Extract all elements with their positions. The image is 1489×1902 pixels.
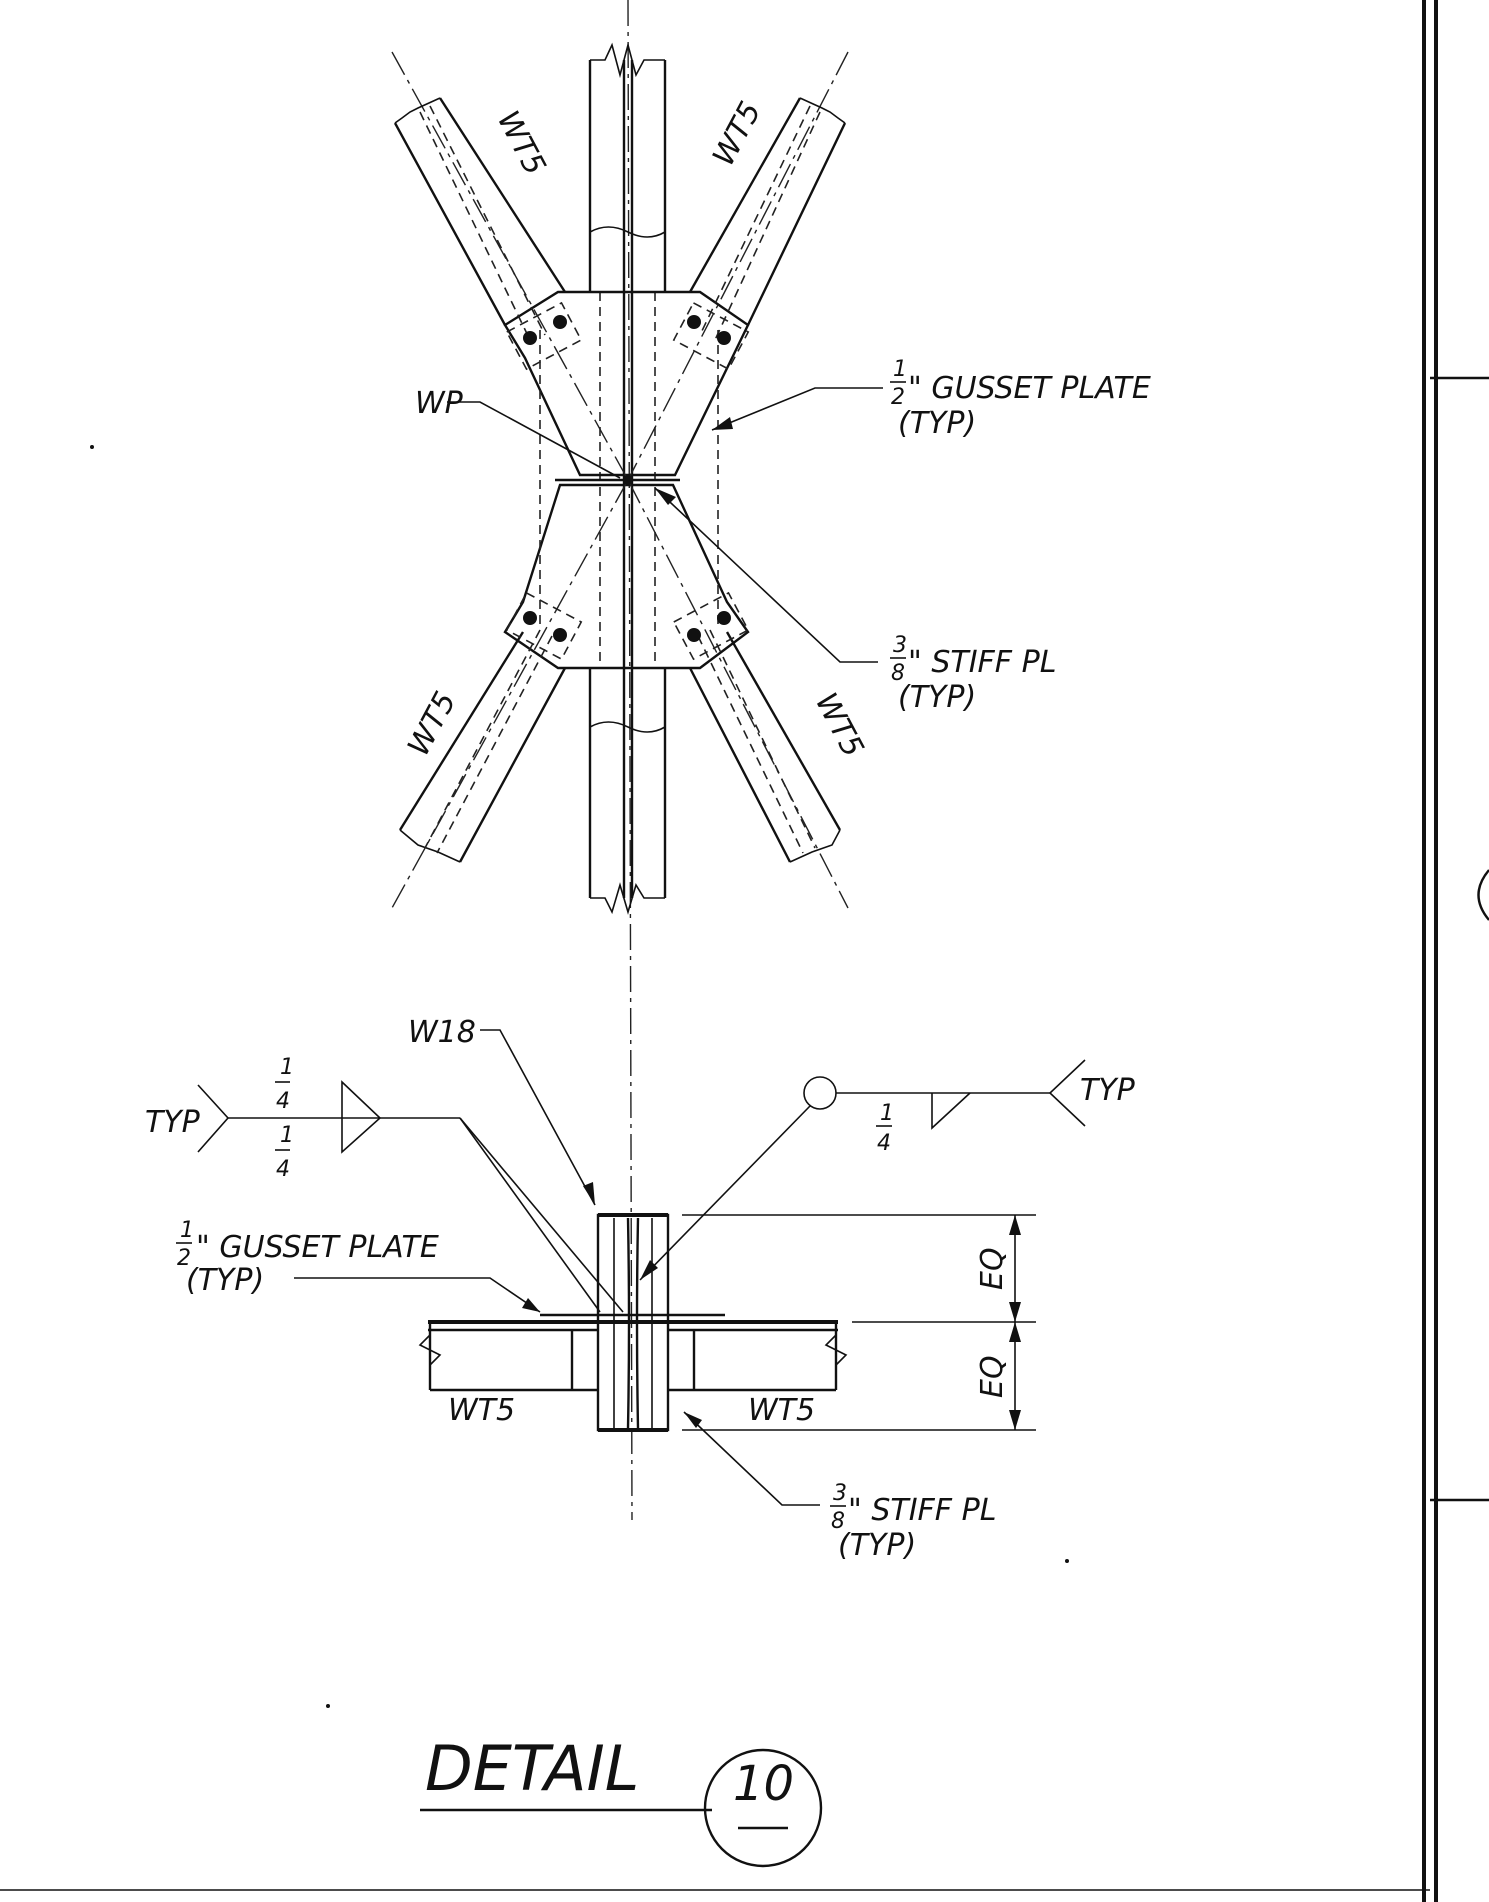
weld-left-bot-num: 1 xyxy=(280,1123,294,1148)
w18-label: W18 xyxy=(408,1015,476,1050)
sec-stiff-den: 8 xyxy=(831,1509,845,1534)
weld-left-top-den: 4 xyxy=(276,1089,290,1114)
brace-centerline-ul xyxy=(391,51,629,481)
weld-symbol-left: TYP 1 4 1 4 xyxy=(145,1055,624,1313)
wp-label: WP xyxy=(415,386,464,421)
bolt-group-upper-left xyxy=(505,301,583,371)
scan-speck xyxy=(1065,1559,1069,1563)
weld-left-bot-den: 4 xyxy=(276,1157,290,1182)
sec-stiff-text: " STIFF PL xyxy=(848,1493,996,1528)
gusset-frac-num: 1 xyxy=(893,357,907,382)
weld-left-typ: TYP xyxy=(145,1105,201,1140)
dimension-label-lower: EQ xyxy=(975,1355,1010,1398)
stiff-text: " STIFF PL xyxy=(908,645,1056,680)
stiffener-callout-elevation: 3 8 " STIFF PL (TYP) xyxy=(654,487,1056,715)
gusset-callout-elevation: 1 2 " GUSSET PLATE (TYP) xyxy=(711,357,1151,441)
weld-right-num: 1 xyxy=(880,1101,894,1126)
section-brace-label-left: WT5 xyxy=(448,1393,515,1428)
sec-gusset-text: " GUSSET PLATE xyxy=(196,1230,439,1265)
weld-left-top-num: 1 xyxy=(280,1055,294,1080)
stiff-frac-num: 3 xyxy=(893,633,907,658)
sec-gusset-typ: (TYP) xyxy=(186,1263,264,1298)
brace-upper-right xyxy=(688,97,847,341)
stiff-typ: (TYP) xyxy=(898,680,976,715)
brace-lower-left xyxy=(398,629,567,863)
dimension-label-upper: EQ xyxy=(975,1247,1010,1290)
gusset-plate-upper xyxy=(503,290,750,477)
dimension-eq: EQ EQ xyxy=(682,1214,1036,1431)
w18-callout: W18 xyxy=(408,1015,596,1206)
section-braces xyxy=(418,1313,848,1392)
sec-gusset-num: 1 xyxy=(180,1218,194,1243)
section-view: WT5 WT5 W18 TYP 1 4 1 4 xyxy=(145,1015,1136,1563)
gusset-callout-section: 1 2 " GUSSET PLATE (TYP) xyxy=(176,1218,541,1313)
bolt-group-lower-right xyxy=(672,591,750,661)
weld-right-den: 4 xyxy=(877,1131,891,1156)
brace-upper-left xyxy=(393,97,567,341)
bolt-group-upper-right xyxy=(672,301,750,371)
brace-lower-right xyxy=(688,629,842,863)
sec-gusset-den: 2 xyxy=(177,1246,191,1271)
section-brace-label-right: WT5 xyxy=(748,1393,815,1428)
weld-all-around-icon xyxy=(803,1076,837,1110)
weld-symbol-right: 1 4 TYP xyxy=(639,1059,1136,1281)
sec-stiff-typ: (TYP) xyxy=(838,1528,916,1563)
elevation-view: WT5 WT5 WT5 WT5 WP 1 2 " GUSSET PLATE (T… xyxy=(391,0,1151,1521)
sec-stiff-num: 3 xyxy=(833,1481,847,1506)
scan-speck xyxy=(90,445,94,449)
bolt-group-lower-left xyxy=(505,591,583,661)
stiffener-callout-section: 3 8 " STIFF PL (TYP) xyxy=(683,1411,996,1563)
brace-label-ll: WT5 xyxy=(401,686,463,762)
gusset-text: " GUSSET PLATE xyxy=(908,371,1151,406)
brace-label-ul: WT5 xyxy=(490,105,552,181)
beam-lower xyxy=(588,292,667,915)
gusset-typ: (TYP) xyxy=(898,406,976,441)
wp-callout: WP xyxy=(415,386,633,485)
stiff-frac-den: 8 xyxy=(891,661,905,686)
brace-label-ur: WT5 xyxy=(706,96,768,172)
gusset-plate-lower xyxy=(503,483,750,670)
detail-number: 10 xyxy=(733,1756,794,1812)
gusset-frac-den: 2 xyxy=(891,385,905,410)
detail-bubble xyxy=(703,1748,823,1868)
scan-speck xyxy=(326,1704,330,1708)
column-centerline xyxy=(627,0,633,1521)
beam-upper xyxy=(588,41,667,480)
detail-title-block: DETAIL 10 xyxy=(420,1732,823,1868)
brace-centerline-lr xyxy=(627,479,849,909)
brace-centerline-ur xyxy=(627,51,849,481)
brace-centerline-ll xyxy=(391,479,629,909)
weld-right-typ: TYP xyxy=(1080,1073,1136,1108)
detail-title: DETAIL xyxy=(425,1732,639,1805)
brace-label-lr: WT5 xyxy=(808,687,870,763)
